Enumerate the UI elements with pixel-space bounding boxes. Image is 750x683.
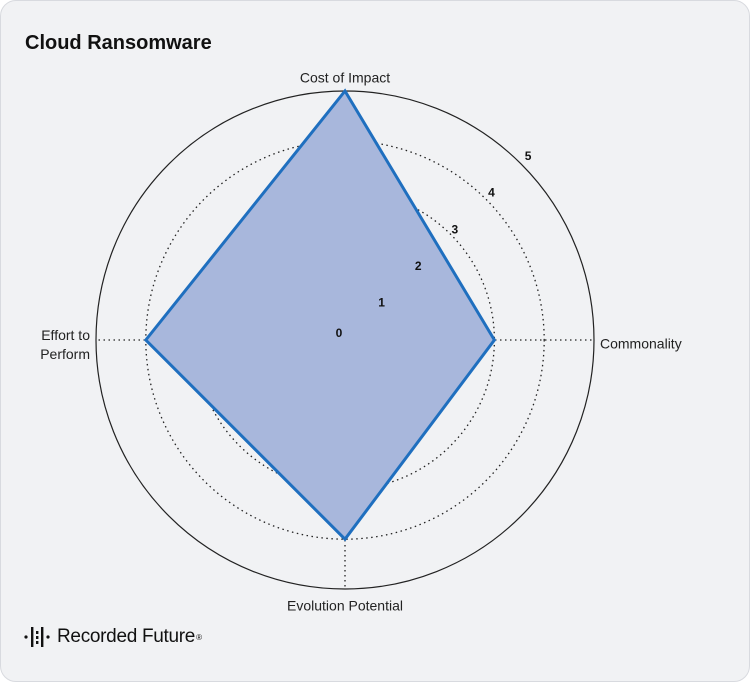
series-polygon [143,88,497,542]
chart-title: Cloud Ransomware [25,32,212,54]
r-tick-label: 5 [525,149,532,163]
r-tick-label: 4 [488,186,495,200]
r-tick-label: 2 [415,259,422,273]
registered-mark: ® [196,632,202,642]
r-tick-label: 0 [336,326,343,340]
axis-label: Commonality [600,336,682,352]
axis-label: Effort to [41,327,90,343]
r-tick-label: 1 [378,296,385,310]
recorded-future-logo-icon [24,627,50,647]
r-tick-label: 3 [452,222,459,236]
axis-label: Perform [40,346,90,362]
axis-label: Evolution Potential [287,598,403,614]
axis-label: Cost of Impact [300,70,390,86]
brand-logo: Recorded Future® [23,625,202,649]
brand-name: Recorded Future [57,626,196,647]
